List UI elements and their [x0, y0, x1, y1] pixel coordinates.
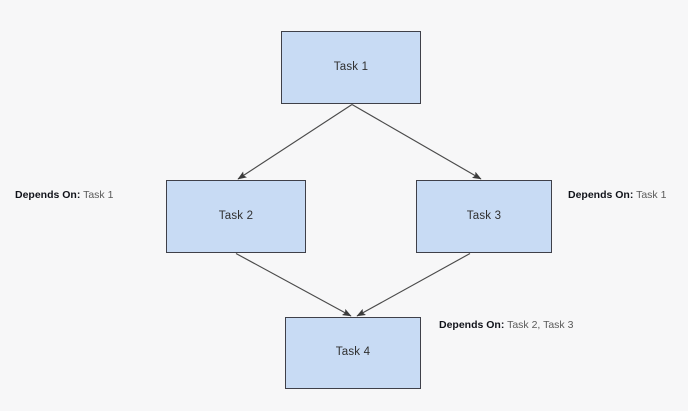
task3-depends-on-key: Depends On:: [568, 189, 634, 201]
edge-task1-task3: [351, 104, 482, 180]
edge-task1-task2: [237, 104, 353, 180]
task4-depends-on-label: Depends On: Task 2, Task 3: [439, 320, 573, 331]
node-task3[interactable]: Task 3: [416, 180, 552, 253]
node-task4[interactable]: Task 4: [285, 317, 421, 389]
task4-depends-on-key: Depends On:: [439, 319, 505, 331]
node-task2-label: Task 2: [218, 209, 254, 222]
task3-depends-on-value: Task 1: [636, 189, 667, 201]
task4-depends-on-value: Task 2, Task 3: [507, 319, 574, 331]
edge-task2-task4: [235, 252, 352, 317]
task2-depends-on-value: Task 1: [83, 189, 114, 201]
node-task3-label: Task 3: [466, 209, 502, 222]
edge-task3-task4: [356, 252, 471, 317]
task2-depends-on-label: Depends On: Task 1: [15, 190, 113, 201]
node-task1[interactable]: Task 1: [281, 31, 421, 104]
node-task2[interactable]: Task 2: [166, 180, 306, 253]
node-task1-label: Task 1: [333, 60, 369, 73]
task3-depends-on-label: Depends On: Task 1: [568, 190, 666, 201]
task2-depends-on-key: Depends On:: [15, 189, 81, 201]
node-task4-label: Task 4: [335, 346, 371, 359]
